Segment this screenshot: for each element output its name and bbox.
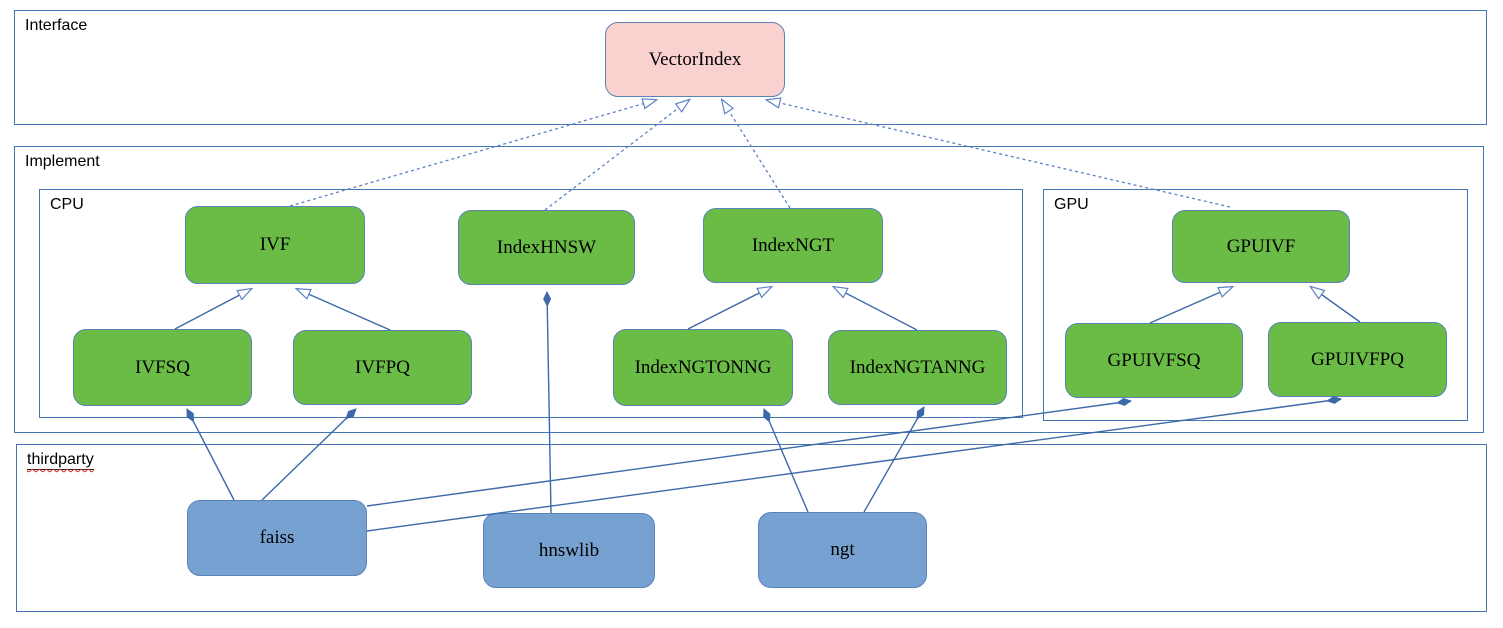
- node-indexngtanng: IndexNGTANNG: [828, 330, 1007, 405]
- node-gpuivf: GPUIVF: [1172, 210, 1350, 283]
- node-indexhnsw: IndexHNSW: [458, 210, 635, 285]
- node-indexngtanng-label: IndexNGTANNG: [849, 356, 986, 378]
- container-thirdparty-label: thirdparty: [27, 451, 94, 470]
- node-vectorindex: VectorIndex: [605, 22, 785, 97]
- node-ivfsq-label: IVFSQ: [135, 356, 190, 378]
- node-faiss: faiss: [187, 500, 367, 576]
- container-cpu-label: CPU: [50, 196, 84, 213]
- node-hnswlib-label: hnswlib: [538, 539, 600, 561]
- node-indexngt-label: IndexNGT: [751, 234, 835, 256]
- node-faiss-label: faiss: [259, 527, 295, 548]
- node-indexngtonng-label: IndexNGTONNG: [634, 356, 772, 378]
- node-ivfsq: IVFSQ: [73, 329, 252, 406]
- node-vectorindex-label: VectorIndex: [648, 48, 742, 70]
- node-ivfpq: IVFPQ: [293, 330, 472, 405]
- node-ivf: IVF: [185, 206, 365, 284]
- node-gpuivfsq: GPUIVFSQ: [1065, 323, 1243, 398]
- node-ivfpq-label: IVFPQ: [355, 356, 410, 378]
- node-indexhnsw-label: IndexHNSW: [496, 236, 597, 258]
- node-indexngtonng: IndexNGTONNG: [613, 329, 793, 406]
- container-gpu-label: GPU: [1054, 196, 1089, 213]
- container-implement-label: Implement: [25, 153, 100, 170]
- container-interface-label: Interface: [25, 17, 88, 34]
- node-gpuivfsq-label: GPUIVFSQ: [1107, 349, 1201, 371]
- node-ngt-label: ngt: [830, 539, 855, 560]
- node-gpuivf-label: GPUIVF: [1226, 235, 1296, 257]
- node-gpuivfpq-label: GPUIVFPQ: [1311, 348, 1404, 370]
- node-gpuivfpq: GPUIVFPQ: [1268, 322, 1447, 397]
- node-indexngt: IndexNGT: [703, 208, 883, 283]
- node-hnswlib: hnswlib: [483, 513, 655, 588]
- node-ngt: ngt: [758, 512, 927, 588]
- node-ivf-label: IVF: [259, 234, 291, 255]
